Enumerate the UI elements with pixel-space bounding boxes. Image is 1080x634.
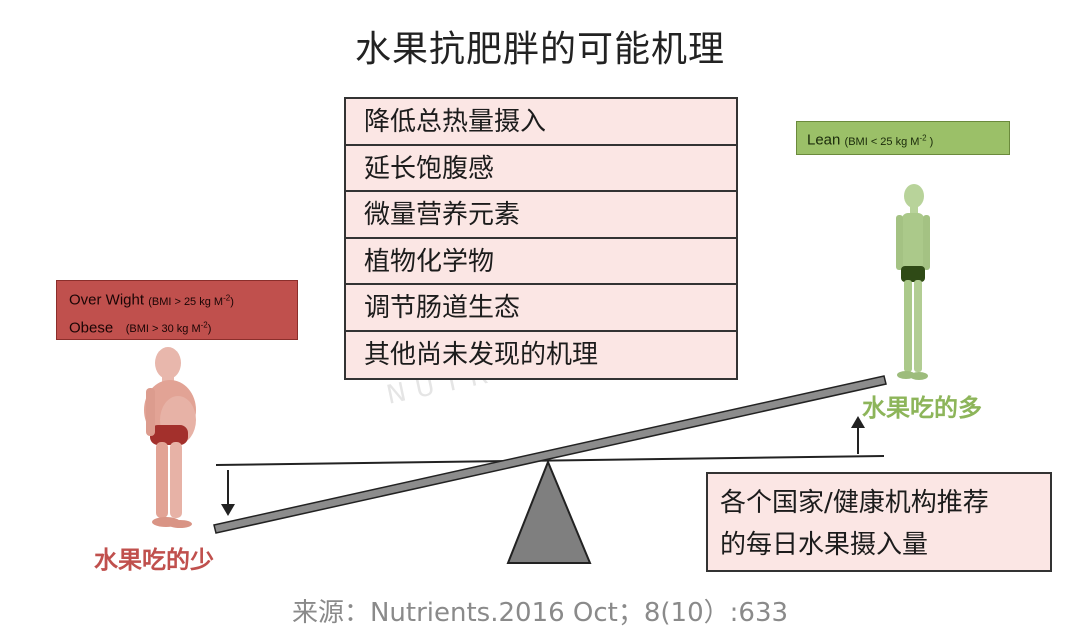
- fulcrum-triangle: [506, 459, 592, 564]
- obese-bmi-box: Over Wight (BMI > 25 kg M-2) Obese (BMI …: [56, 280, 298, 340]
- mechanism-table: 降低总热量摄入 延长饱腹感 微量营养元素 植物化学物 调节肠道生态 其他尚未发现…: [344, 97, 738, 380]
- mechanism-item: 微量营养元素: [346, 192, 736, 239]
- source-citation: 来源：Nutrients.2016 Oct；8(10）:633: [291, 598, 789, 628]
- obese-word: Obese: [69, 319, 114, 337]
- mechanism-item: 延长饱腹感: [346, 146, 736, 192]
- page-title: 水果抗肥胖的可能机理: [354, 29, 725, 70]
- label-less-fruit: 水果吃的少: [94, 546, 214, 574]
- overweight-detail: (BMI > 25 kg M-2): [148, 293, 234, 308]
- recommendation-line2: 的每日水果摄入量: [720, 530, 929, 560]
- lean-bmi-box: Lean (BMI < 25 kg M-2 ): [796, 121, 1010, 155]
- recommendation-line1: 各个国家/健康机构推荐: [720, 488, 989, 518]
- lean-person-figure: [896, 184, 930, 380]
- mechanism-item: 其他尚未发现的机理: [364, 339, 599, 370]
- down-arrow-icon: [221, 504, 235, 516]
- mechanism-item: 植物化学物: [346, 239, 736, 285]
- mechanism-item: 降低总热量摄入: [346, 99, 736, 146]
- overweight-word: Over Wight: [69, 291, 145, 309]
- seesaw-beam: [213, 375, 887, 534]
- lean-word: Lean: [807, 131, 841, 149]
- obese-line: Obese (BMI > 25 kg M(BMI > 30 kg M-2): [69, 314, 297, 342]
- mechanism-item: 调节肠道生态: [346, 285, 736, 332]
- label-more-fruit: 水果吃的多: [862, 394, 982, 422]
- up-arrow-icon: [851, 416, 865, 428]
- reference-line: [215, 455, 885, 466]
- obese-person-figure: [144, 347, 196, 528]
- overweight-line: Over Wight (BMI > 25 kg M-2): [69, 286, 297, 314]
- recommendation-box: 各个国家/健康机构推荐 的每日水果摄入量: [706, 472, 1052, 572]
- obese-detail: (BMI > 25 kg M(BMI > 30 kg M-2): [125, 320, 212, 336]
- lean-detail: (BMI < 25 kg M-2 ): [844, 133, 934, 148]
